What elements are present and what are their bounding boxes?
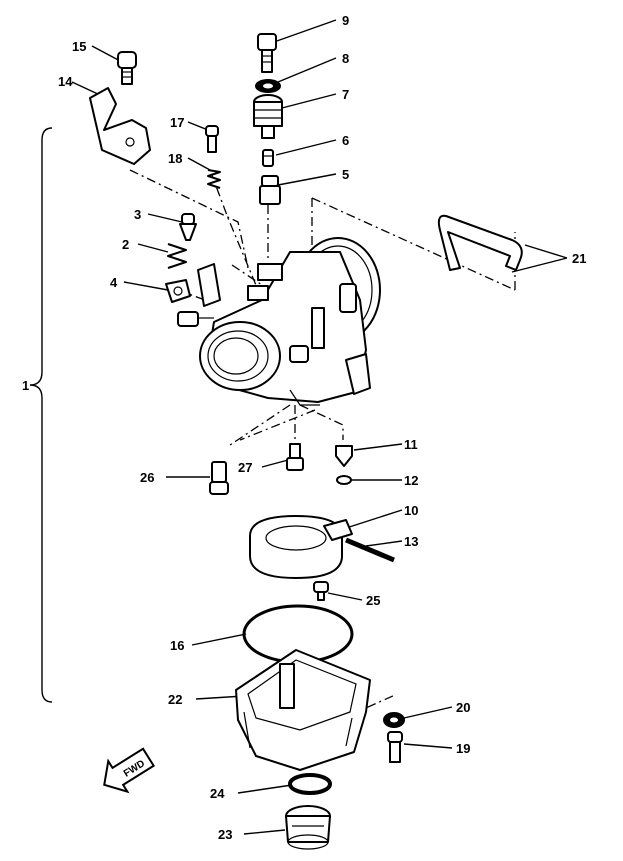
callout-14: 14 [58, 74, 73, 89]
callout-13: 13 [404, 534, 418, 549]
callout-27: 27 [238, 460, 252, 475]
callout-26: 26 [140, 470, 154, 485]
callout-11: 11 [404, 437, 418, 452]
callout-21: 21 [572, 251, 586, 266]
callout-25: 25 [366, 593, 380, 608]
callout-22: 22 [168, 692, 182, 707]
part-2-spring [167, 243, 187, 269]
callout-8: 8 [342, 51, 349, 66]
part-4-clip [165, 279, 191, 303]
part-22-float-bowl [235, 649, 371, 771]
part-14-bracket [89, 87, 151, 165]
callout-15: 15 [72, 39, 86, 54]
callout-3: 3 [134, 207, 141, 222]
part-24-o-ring [288, 773, 332, 795]
callout-labels: 1 2 3 4 5 6 7 8 9 10 11 12 13 14 15 16 1… [22, 13, 586, 842]
callout-20: 20 [456, 700, 470, 715]
part-20-nut [383, 712, 405, 728]
part-12-clip [336, 475, 352, 485]
part-18-spring [207, 169, 221, 189]
callout-19: 19 [456, 741, 470, 756]
part-7-jet-holder [253, 94, 283, 139]
callout-12: 12 [404, 473, 418, 488]
part-10-float [249, 515, 353, 579]
part-6-jet [262, 149, 274, 167]
part-26-screw [209, 461, 229, 495]
part-5-main-jet [259, 175, 281, 205]
part-19-screw [387, 731, 403, 763]
callout-5: 5 [342, 167, 349, 182]
callout-6: 6 [342, 133, 349, 148]
part-17-screw [205, 125, 219, 153]
callout-7: 7 [342, 87, 349, 102]
callout-24: 24 [210, 786, 225, 801]
part-23-plug [285, 805, 331, 850]
callout-10: 10 [404, 503, 418, 518]
callout-4: 4 [110, 275, 118, 290]
part-3-screw [179, 213, 197, 241]
part-13-pin [345, 537, 395, 563]
callout-2: 2 [122, 237, 129, 252]
carburetor-body [177, 237, 381, 406]
part-21-handle [437, 214, 523, 271]
callout-1: 1 [22, 378, 29, 393]
callout-17: 17 [170, 115, 184, 130]
part-11-needle [335, 445, 353, 467]
alignment-lines [129, 169, 516, 716]
callout-9: 9 [342, 13, 349, 28]
callout-23: 23 [218, 827, 232, 842]
part-15-screw [117, 51, 137, 85]
part-27-screw [286, 443, 304, 471]
fwd-arrow-icon: FWD [103, 747, 156, 794]
part-9-bolt [257, 33, 277, 73]
part-8-washer [255, 79, 281, 93]
callout-18: 18 [168, 151, 182, 166]
part-25-screw [313, 581, 329, 601]
assembly-bracket [29, 127, 53, 703]
callout-16: 16 [170, 638, 184, 653]
leader-lines [71, 19, 568, 835]
